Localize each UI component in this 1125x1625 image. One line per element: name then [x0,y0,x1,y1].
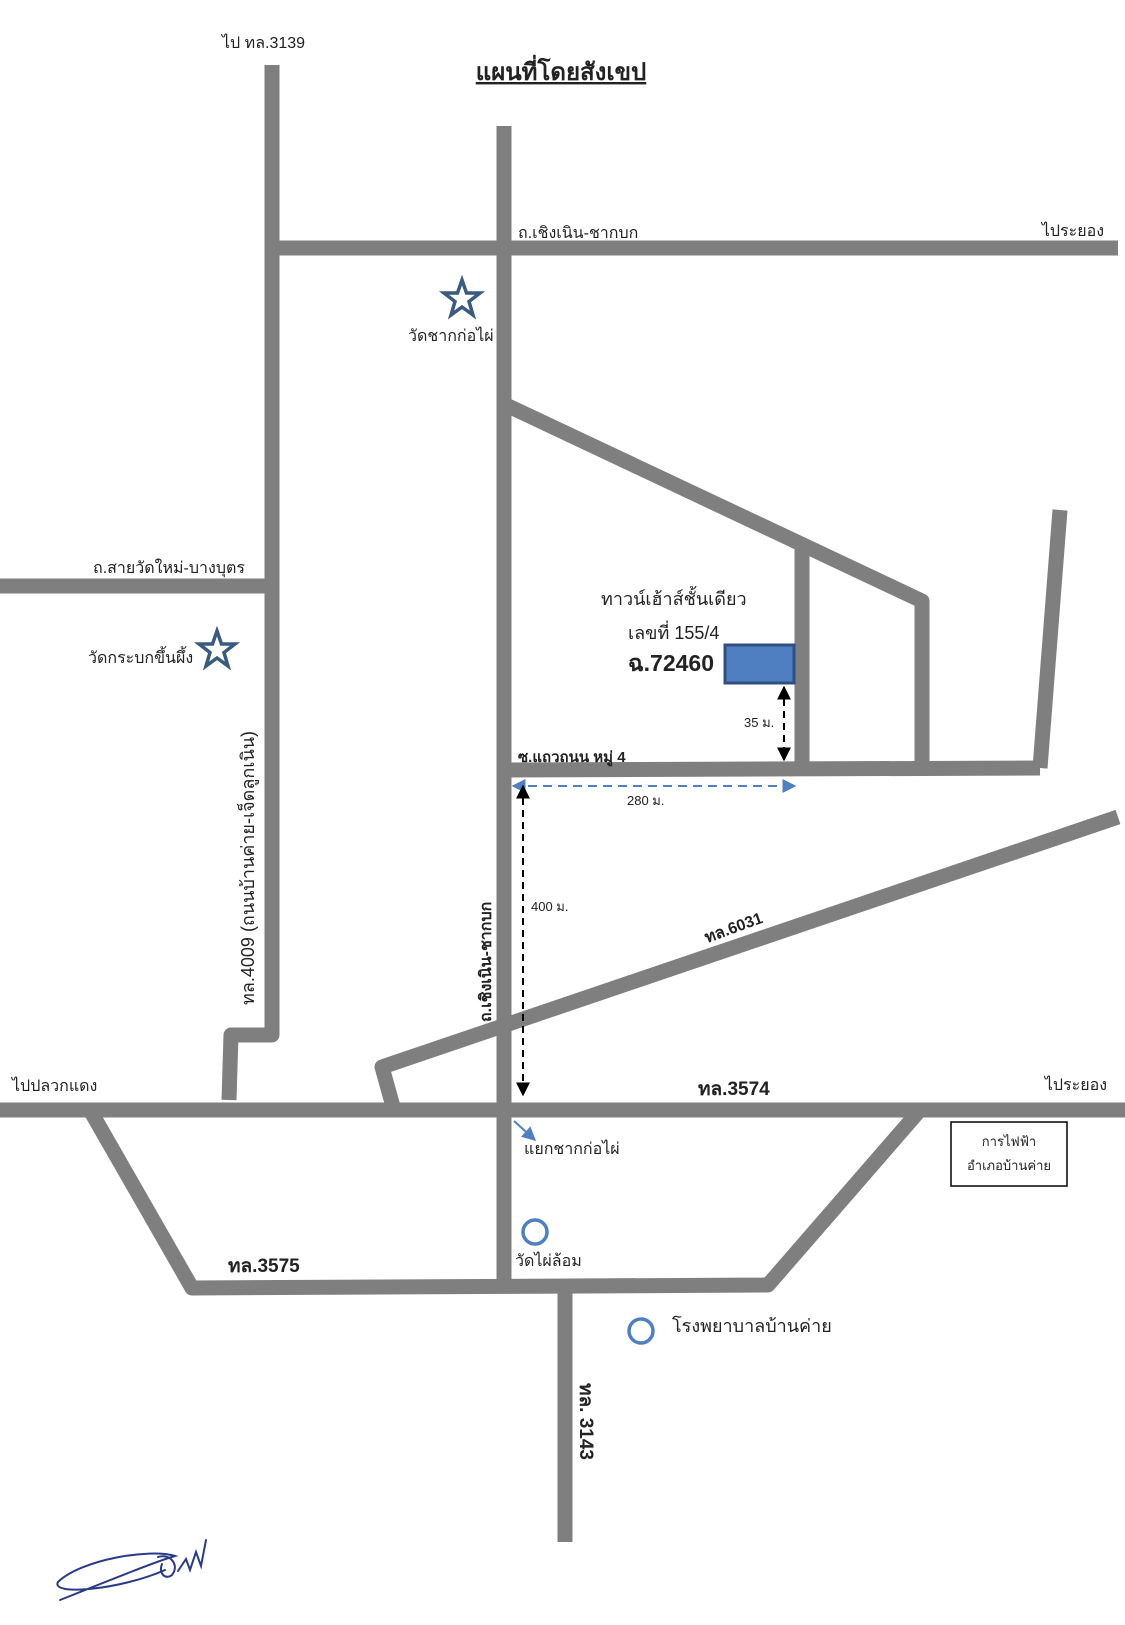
circle-icon [521,1218,549,1246]
road-3575 [83,1105,926,1296]
road-6031 [374,809,1121,1113]
signature [56,1539,207,1601]
label-to-rayong-bottom: ไประยอง [1043,1075,1107,1094]
road-east-branch [1032,509,1068,769]
label-road-choeng-noen-vertical: ถ.เชิงเนิน-ชากบก [477,902,495,1022]
road-4009 [221,65,280,1101]
label-dist-35: 35 ม. [744,715,774,730]
label-to-pluak-daeng: ไปปลวกแดง [10,1076,97,1095]
label-property-type: ทาวน์เฮ้าส์ชั้นเดียว [601,586,747,609]
label-soi-taew-thanon: ซ.แถวถนน หมู่ 4 [518,749,626,767]
label-electricity-line1: การไฟฟ้า [982,1134,1036,1149]
electricity-office-box [950,1121,1068,1187]
property-marker [723,643,796,685]
label-to-rayong-top: ไประยอง [1040,221,1104,240]
label-dist-400: 400 ม. [531,899,568,914]
label-road-3143: ทล. 3143 [575,1383,596,1460]
label-electricity-line2: อำเภอบ้านค่าย [967,1158,1051,1173]
label-property-number: เลขที่ 155/4 [628,620,719,643]
map-title: แผนที่โดยสังเขป [476,54,647,86]
label-road-sai-wat-mai: ถ.สายวัดใหม่-บางบุตร [93,558,245,578]
label-to-3139: ไป ทล.3139 [220,33,305,52]
label-road-3575: ทล.3575 [228,1256,300,1277]
label-hospital: โรงพยาบาลบ้านค่าย [672,1315,832,1336]
label-road-choeng-noen-top: ถ.เชิงเนิน-ชากบก [518,225,638,242]
label-wat-phai-lom: วัดไผ่ล้อม [515,1251,582,1270]
circle-icon [627,1317,655,1345]
label-junction-chak-ko-phai: แยกชากก่อไผ่ [524,1139,620,1158]
junction-arrow [513,1120,537,1141]
road-soi-taew-thanon [503,760,1041,778]
label-road-3574: ทล.3574 [698,1079,770,1100]
roads [0,65,1125,1542]
label-wat-krabok: วัดกระบกขึ้นผึ้ง [88,646,193,667]
road-diagonal-northeast [500,397,930,770]
star-icon [438,274,486,320]
label-property-code: ฉ.72460 [628,650,714,676]
label-wat-chak-ko-phai: วัดชากก่อไผ่ [408,326,494,345]
star-icon [193,625,241,671]
label-dist-280: 280 ม. [627,793,664,808]
label-road-4009: ทล.4009 (ถนนบ้านค่าย-เจ็ดลูกเนิน) [236,731,259,1005]
